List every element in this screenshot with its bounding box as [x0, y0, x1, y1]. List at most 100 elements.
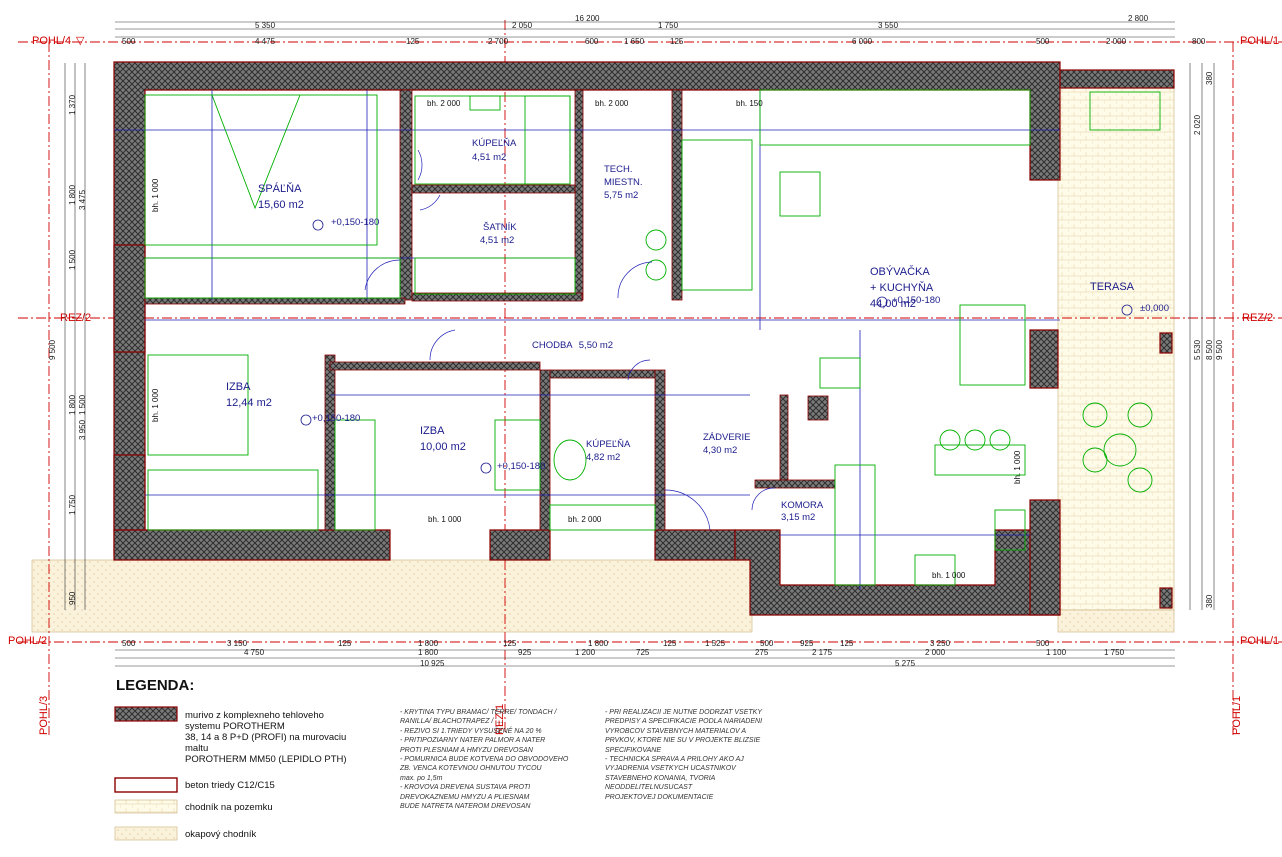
- dim-left-6: 1 500: [78, 394, 87, 415]
- bh-label-9: bh. 1 000: [1013, 450, 1022, 484]
- dim-row2-8: 500: [1036, 37, 1050, 46]
- legend-item-concrete-text: beton triedy C12/C15: [185, 780, 275, 791]
- room-tech-name: TECH.: [604, 164, 633, 175]
- dim-row2-7: 6 000: [852, 37, 873, 46]
- dim-bottom-2-2: 925: [518, 648, 532, 657]
- dim-bottom-1-5: 1 800: [588, 639, 609, 648]
- dim-bottom-1-2: 125: [338, 639, 352, 648]
- note-line: max. po 1,5m: [400, 774, 443, 782]
- dim-bottom-2-4: 725: [636, 648, 650, 657]
- room-spalna-name: SPÁĽŇA: [258, 182, 302, 195]
- dim-left-8: 1 750: [68, 494, 77, 515]
- section-label-rez1: REZ/1: [494, 704, 506, 735]
- dim-top-terrace: 2 800: [1128, 14, 1149, 23]
- dim-bottom-1-6: 125: [663, 639, 677, 648]
- section-label-pohl1-side: POHL/1: [1231, 696, 1243, 735]
- dim-row2-2: 125: [406, 37, 420, 46]
- dim-row2-5: 1 650: [624, 37, 645, 46]
- dim-row2-3: 2 700: [488, 37, 509, 46]
- interior-walls: [144, 89, 836, 531]
- room-chodba-label: CHODBA 5,50 m2: [532, 340, 613, 351]
- dim-top-right: 3 550: [878, 21, 899, 30]
- dim-bottom-1-1: 3 150: [227, 639, 248, 648]
- notes-right: - PRI REALIZACII JE NUTNE DODRZAT VSETKY…: [605, 708, 762, 802]
- section-label-pohl3: POHL/3: [38, 696, 50, 735]
- dim-right-4: 5 530: [1193, 339, 1202, 360]
- dim-row2-9: 2 000: [1106, 37, 1127, 46]
- dim-bottom-1-12: 500: [1036, 639, 1050, 648]
- bh-label-5: bh. 1 000: [151, 388, 160, 422]
- legend-line: POROTHERM MM50 (LEPIDLO PTH): [185, 754, 347, 765]
- room-zadverie-name: ZÁDVERIE: [703, 432, 751, 443]
- okapovy-chodnik-bottom: [31, 559, 753, 633]
- level-marker-izba2: +0,150-180: [497, 461, 545, 472]
- dim-bottom-1-4: 125: [503, 639, 517, 648]
- dim-top-mid2: 1 750: [658, 21, 679, 30]
- legend-line: maltu: [185, 743, 209, 754]
- dim-bottom-1-11: 3 250: [930, 639, 951, 648]
- dim-bottom-1-0: 500: [122, 639, 136, 648]
- level-marker-izba1: +0,150-180: [312, 413, 360, 424]
- dim-bottom-1-10: 125: [840, 639, 854, 648]
- legend-swatch-sidewalk: [114, 799, 178, 814]
- section-label-rez2-left: REZ/2: [60, 312, 91, 324]
- room-satnik-name: ŠATNÍK: [483, 222, 517, 233]
- section-label-rez2-right: REZ/2: [1242, 312, 1273, 324]
- dim-right-3: 8 500: [1205, 339, 1214, 360]
- note-line: PREDPISY A SPECIFIKACIE PODLA NARIADENI: [605, 718, 763, 726]
- legend-swatch-concrete: [114, 777, 178, 793]
- dim-bottom-2-9: 1 750: [1104, 648, 1125, 657]
- note-line: PROTI PLESNIAM A HMYZU DREVOSAN: [400, 746, 533, 754]
- level-marker-living: +0,150-180: [892, 295, 940, 306]
- section-label-pohl4: POHL/4: [32, 35, 71, 47]
- dim-bottom-2-3: 1 200: [575, 648, 596, 657]
- dim-bottom-3-1: 5 275: [895, 659, 916, 668]
- dim-left-2: 1 500: [68, 249, 77, 270]
- room-obyvacka-name: OBÝVAČKA: [870, 265, 930, 278]
- note-line: - KRYTINA TYPU BRAMAC/ TERRE/ TONDACH /: [400, 709, 557, 716]
- section-label-pohl4-mark: ▽: [76, 35, 85, 47]
- legend-line: 38, 14 a 8 P+D (PROFI) na murovaciu: [185, 732, 347, 743]
- note-line: RANILLA/ BLACHOTRAPEZ / ....: [400, 718, 504, 726]
- dim-top-total: 16 200: [575, 14, 600, 23]
- level-marker-terrace: ±0,000: [1140, 303, 1169, 314]
- bh-label-3: bh. 150: [736, 99, 763, 108]
- bh-label-7: bh. 2 000: [568, 515, 602, 524]
- note-line: DREVOKAZNEMU HMYZU A PLIESNAM: [400, 793, 530, 801]
- dim-left-9: 950: [68, 591, 77, 605]
- dim-left-4: 9 500: [48, 339, 57, 360]
- dim-bottom-1-9: 925: [800, 639, 814, 648]
- note-line: PROJEKTOVEJ DOKUMENTACIE: [605, 793, 714, 801]
- dim-right-1: 2 020: [1193, 114, 1202, 135]
- room-obyvacka-name2: + KUCHYŇA: [870, 281, 934, 294]
- note-line: - PRITIPOZIARNY NATER PALMOR A NATER: [400, 737, 546, 745]
- legend-item-okap-text: okapový chodník: [185, 829, 257, 840]
- chodnik-right: [1057, 609, 1175, 633]
- legend-item-sidewalk-text: chodník na pozemku: [185, 802, 273, 813]
- dim-left-5: 1 800: [68, 394, 77, 415]
- room-spalna-area: 15,60 m2: [258, 199, 304, 211]
- dim-bottom-2-5: 275: [755, 648, 769, 657]
- room-izba2-name: IZBA: [420, 425, 445, 437]
- dim-bottom-2-8: 1 100: [1046, 648, 1067, 657]
- notes-left: - KRYTINA TYPU BRAMAC/ TERRE/ TONDACH / …: [400, 708, 568, 811]
- dim-bottom-2-6: 2 175: [812, 648, 833, 657]
- legend-line: murivo z komplexneho tehloveho: [185, 710, 324, 721]
- room-izba1-area: 12,44 m2: [226, 397, 272, 409]
- dim-bottom-1-8: 500: [760, 639, 774, 648]
- section-label-pohl1-bottom: POHL/1: [1240, 635, 1279, 647]
- dim-bottom-2-0: 4 750: [244, 648, 265, 657]
- bh-label-6: bh. 1 000: [428, 515, 462, 524]
- dim-bottom-2-7: 2 000: [925, 648, 946, 657]
- room-komora-area: 3,15 m2: [781, 512, 815, 523]
- room-satnik-area: 4,51 m2: [480, 235, 514, 246]
- dim-bottom-3-0: 10 925: [420, 659, 445, 668]
- room-kupelna1-name: KÚPEĽŇA: [472, 138, 517, 149]
- room-tech-name2: MIESTN.: [604, 177, 643, 188]
- dim-bottom-2-1: 1 800: [418, 648, 439, 657]
- dim-left-1: 1 800: [68, 184, 77, 205]
- dim-left-0: 1 370: [68, 94, 77, 115]
- dim-left-3: 3 475: [78, 189, 87, 210]
- room-tech-area: 5,75 m2: [604, 190, 638, 201]
